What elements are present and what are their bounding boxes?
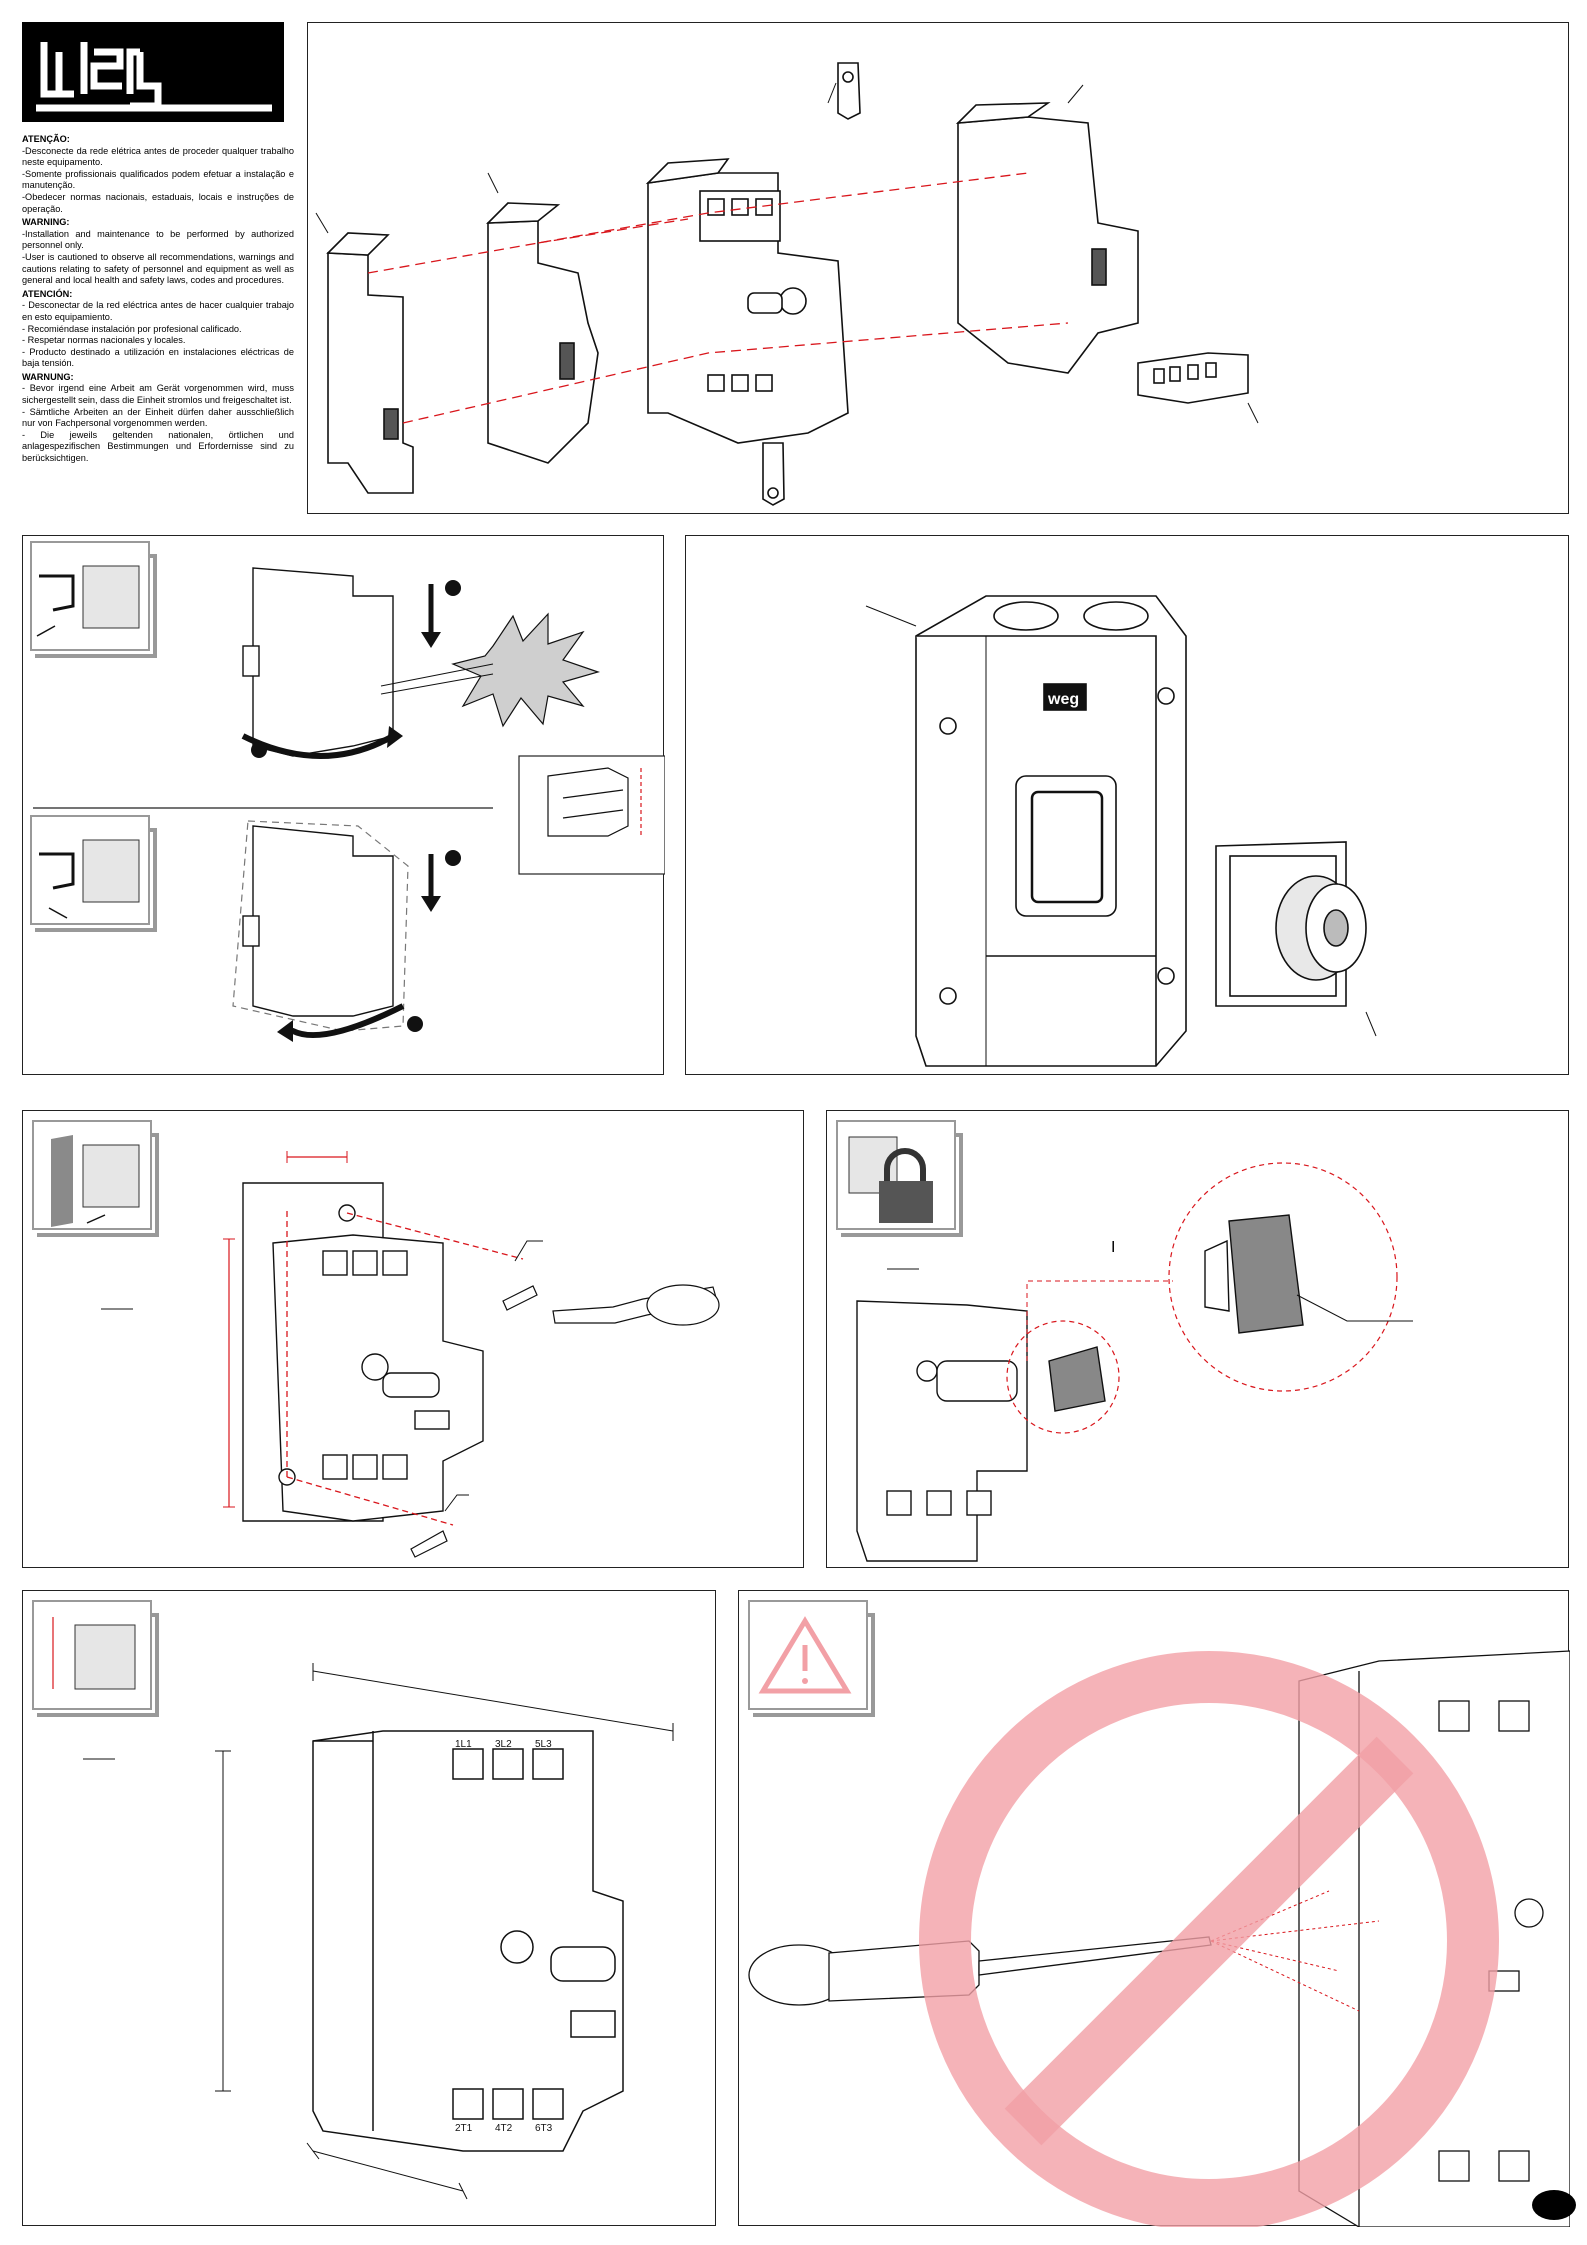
- terminal-label: 4T2: [495, 2123, 513, 2134]
- warning-es: ATENCIÓN: - Desconectar de la red eléctr…: [22, 288, 294, 369]
- wall-mount-icon: [32, 1120, 159, 1237]
- warning-en: WARNING: -Installation and maintenance t…: [22, 217, 294, 286]
- din-rail-panel: [22, 535, 665, 1075]
- wall-mount-panel: [22, 1110, 804, 1568]
- dimensions-icon: [32, 1600, 159, 1717]
- prohibited-icon: [919, 1651, 1499, 2227]
- padlock-icon: [836, 1120, 963, 1237]
- terminal-label: 5L3: [535, 1739, 552, 1750]
- terminal-label: 3L2: [495, 1739, 512, 1750]
- weg-logo: [22, 22, 284, 122]
- warning-pt: ATENÇÃO: -Desconecte da rede elétrica an…: [22, 134, 294, 214]
- safety-warnings: ATENÇÃO: -Desconecte da rede elétrica an…: [22, 134, 294, 520]
- padlock-panel: I: [826, 1110, 1569, 1568]
- enclosure-panel: weg: [685, 535, 1569, 1075]
- terminal-label: 6T3: [535, 2123, 553, 2134]
- dimensions-panel: 1L1 3L2 5L3 2T1 4T2 6T3: [22, 1590, 716, 2226]
- warning-triangle-icon: [748, 1600, 875, 1717]
- prohibited-panel: [738, 1590, 1570, 2227]
- terminal-label: 1L1: [455, 1739, 472, 1750]
- terminal-label: 2T1: [455, 2123, 473, 2134]
- enclosure-logo: weg: [1047, 691, 1079, 708]
- warning-de: WARNUNG: - Bevor irgend eine Arbeit am G…: [22, 371, 294, 464]
- din-rail-remove-icon: [30, 815, 157, 932]
- din-rail-mount-icon: [30, 541, 157, 658]
- page-number-badge: [1532, 2190, 1576, 2220]
- switch-on-label: I: [1111, 1239, 1116, 1256]
- exploded-view-drawing: [315, 62, 1259, 506]
- exploded-view-panel: [307, 22, 1569, 514]
